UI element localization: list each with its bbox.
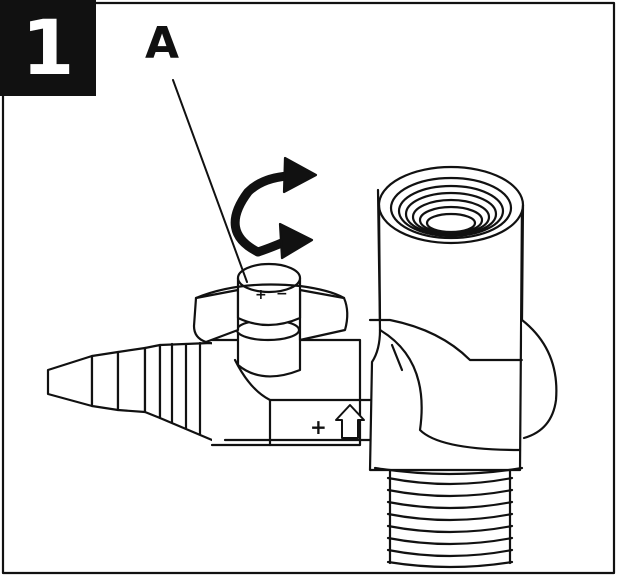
hose-barb — [46, 341, 238, 442]
minus-mark-handle: − — [276, 286, 288, 302]
plus-mark-body: + — [310, 415, 327, 439]
plus-mark-handle: + — [255, 287, 267, 303]
valve-body — [210, 318, 372, 447]
valve-handle — [192, 262, 349, 344]
flow-direction-arrow-icon — [335, 404, 365, 439]
callout-leader — [172, 79, 248, 283]
step-number: 1 — [21, 3, 75, 92]
callout-label-a: A — [145, 18, 180, 69]
rotate-arrow-icon — [230, 156, 318, 260]
tee-fitting — [368, 165, 558, 569]
step-number-badge: 1 — [0, 0, 96, 96]
